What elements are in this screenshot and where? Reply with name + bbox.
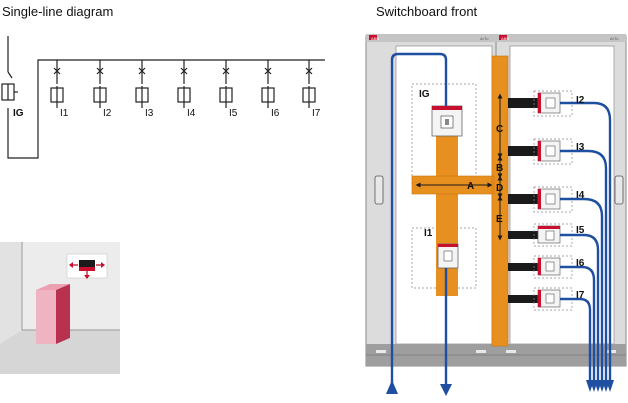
cable-arrowheads — [386, 380, 614, 396]
single-line-labels: IG I1 I2 I3 I4 I5 I6 I7 — [13, 108, 321, 119]
room-floor — [0, 330, 120, 374]
panel-label-i6: I6 — [576, 258, 585, 269]
incomer-cable — [390, 52, 448, 392]
panel-label-i1: I1 — [424, 228, 433, 239]
vent-left-1 — [376, 350, 386, 353]
right-breakers — [537, 92, 561, 308]
feeder-symbol-6 — [261, 60, 275, 108]
feeder-symbol-5 — [219, 60, 233, 108]
vent-right-1 — [506, 350, 516, 353]
single-line-heading: Single-line diagram — [2, 4, 114, 19]
cables — [390, 52, 612, 392]
badge-artu-left: ArTu — [480, 36, 489, 41]
sld-label-i6: I6 — [271, 108, 280, 119]
incomer-breaker-symbol — [1, 71, 18, 101]
feeder-symbol-2 — [93, 60, 107, 108]
single-line-diagram — [1, 36, 325, 159]
sld-label-i1: I1 — [60, 108, 69, 119]
i6-cable — [560, 265, 596, 380]
badge-artu-right: ArTu — [610, 36, 619, 41]
breaker-i4 — [537, 188, 561, 210]
i7-cable — [560, 297, 592, 380]
switchboard: ABB ArTu ABB ArTu — [365, 34, 627, 396]
dimension-arrows — [415, 93, 503, 241]
enclosure-3d-icon — [36, 284, 70, 344]
panel-label-i7: I7 — [576, 290, 585, 301]
breaker-i3 — [537, 140, 561, 162]
incomer-up-arrow — [386, 380, 398, 394]
breaker-i5 — [537, 225, 561, 244]
feeder-symbol-4 — [177, 60, 191, 108]
i1-down-arrow — [440, 384, 452, 396]
breaker-i7 — [537, 289, 561, 308]
switchboard-heading: Switchboard front — [376, 4, 478, 19]
room-inset — [0, 242, 120, 374]
panel-label-i3: I3 — [576, 142, 585, 153]
panel-label-ig: IG — [419, 89, 430, 100]
feeder-symbol-1 — [50, 60, 64, 108]
dim-label-b: B — [496, 163, 503, 174]
top-frame — [366, 34, 626, 42]
incomer-breaker — [431, 105, 463, 137]
i1-breaker — [437, 243, 459, 269]
dim-label-a: A — [467, 181, 474, 192]
breaker-pictogram — [66, 253, 108, 279]
panel-label-i2: I2 — [576, 95, 585, 106]
breaker-i2 — [537, 92, 561, 114]
feeder-symbol-3 — [135, 60, 149, 108]
badge-mark-right — [499, 35, 507, 40]
dim-label-e: E — [496, 214, 503, 225]
sld-label-i4: I4 — [187, 108, 196, 119]
i3-cable — [560, 149, 608, 380]
vent-left-2 — [476, 350, 486, 353]
sld-label-i7: I7 — [312, 108, 321, 119]
feeder-symbol-7 — [302, 60, 316, 108]
badge-mark-left — [369, 35, 377, 40]
feeder-symbols — [50, 60, 316, 108]
i5-cable — [560, 233, 600, 380]
left-door-handle — [374, 175, 384, 205]
i2-cable — [560, 101, 612, 380]
main-busbar-line — [7, 59, 325, 159]
breaker-i6 — [537, 257, 561, 276]
badge-abb-right: ABB — [501, 36, 509, 41]
sld-label-i2: I2 — [103, 108, 112, 119]
sld-label-i3: I3 — [145, 108, 154, 119]
panel-label-i5: I5 — [576, 225, 585, 236]
switchboard-labels: IG I1 I2 I3 I4 I5 I6 I7 A C B D E — [419, 89, 585, 301]
right-door-handle — [614, 175, 624, 205]
room-left-wall — [0, 242, 22, 344]
dim-label-c: C — [496, 124, 503, 135]
panel-label-i4: I4 — [576, 190, 585, 201]
badge-abb-left: ABB — [371, 36, 379, 41]
sld-label-ig: IG — [13, 108, 24, 119]
i4-cable — [560, 197, 604, 380]
sld-label-i5: I5 — [229, 108, 238, 119]
outgoing-connections — [508, 98, 538, 303]
dim-label-d: D — [496, 183, 503, 194]
